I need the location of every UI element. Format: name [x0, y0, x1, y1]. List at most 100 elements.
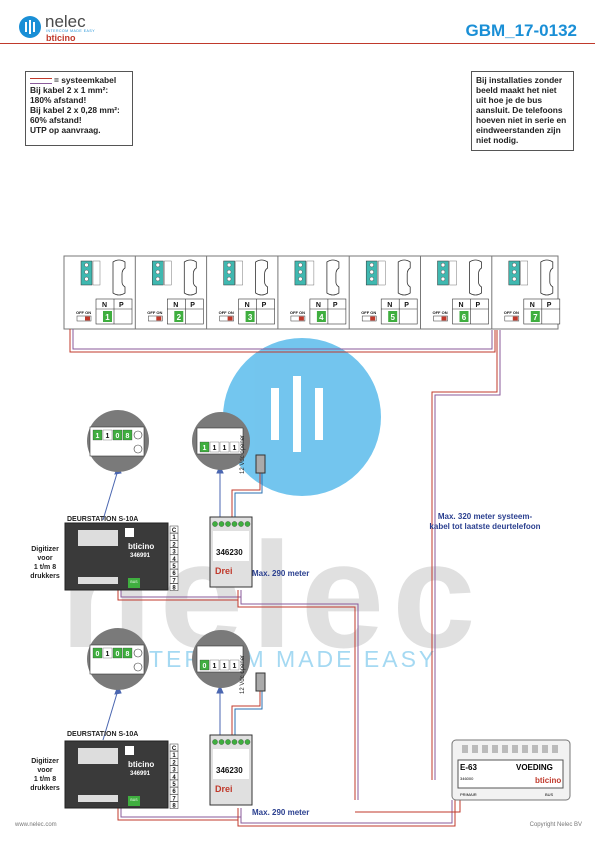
handset-icon [255, 259, 268, 296]
bus-wire [434, 330, 501, 780]
psu-bus-label: BUS [545, 792, 554, 797]
terminal-cell [169, 801, 179, 809]
address-display [530, 311, 540, 322]
phones-panel [63, 255, 559, 330]
np-label-p: P [190, 302, 195, 309]
relay-dip-digit: 0 [203, 663, 207, 670]
switch-knob-icon [298, 316, 304, 321]
digitizer-label-2: Digitizer voor 1 t/m 8 drukkers [25, 757, 65, 793]
nelec-logo-icon [19, 16, 41, 38]
footer-website[interactable]: www.nelec.com [15, 822, 57, 828]
relay-terminal-icon [231, 521, 238, 527]
terminal-label: 5 [172, 564, 176, 570]
np-label-n: N [387, 302, 392, 309]
screw-terminal-icon [155, 262, 161, 268]
relay-dip-digit: 1 [203, 445, 207, 452]
zoom-connector [102, 689, 119, 741]
partner-brand: bticino [46, 33, 76, 43]
legend-line: Bij kabel 2 x 1 mm²: [30, 85, 109, 95]
jumper-block [125, 528, 134, 537]
terminal-label: 3 [172, 768, 176, 774]
np-label-n: N [173, 302, 178, 309]
cable-legend-note: = systeemkabel Bij kabel 2 x 1 mm²: 180%… [25, 71, 133, 146]
np-label-p: P [262, 302, 267, 309]
relay-brand: Drei [215, 566, 233, 576]
watermark-tagline: INTERCOM MADE EASY [120, 646, 438, 672]
dip-cell [92, 429, 103, 441]
digitizer-label-1: Digitizer voor 1 t/m 8 drukkers [25, 545, 65, 581]
address-display [245, 311, 255, 322]
system-cable-swatch [30, 77, 52, 84]
vent-slot [552, 745, 558, 753]
rotary-knob-icon [133, 444, 143, 454]
relay-dip-digit: 1 [233, 445, 237, 452]
np-label-p: P [333, 302, 338, 309]
switch-knob-icon [370, 316, 376, 321]
terminal-label: C [172, 746, 177, 752]
dip-cell [112, 647, 123, 659]
off-on-switch [76, 315, 92, 322]
psu-brand: bticino [535, 776, 561, 785]
switch-knob-icon [227, 316, 233, 321]
terminal-label: 4 [172, 775, 176, 781]
relay-dip-digit: 1 [223, 663, 227, 670]
install-note-line: beeld maakt het niet [476, 85, 557, 95]
address-display [316, 311, 326, 322]
bus-wire [72, 329, 493, 350]
bus-wire [237, 590, 356, 800]
dip-digit: 8 [126, 651, 130, 658]
relay-dip-cell [219, 441, 230, 453]
address-display [459, 311, 469, 322]
station-bus-label: BUS [130, 580, 138, 584]
doc-code: GBM_17-0132 [465, 21, 577, 40]
bus-wire [355, 800, 461, 813]
screw-terminal-icon [440, 269, 446, 275]
max-note-line: Max. 320 meter systeem- [437, 512, 533, 521]
digitizer-label-line: drukkers [30, 785, 60, 792]
np-label-p: P [547, 302, 552, 309]
bus-wire [69, 329, 496, 353]
relay-dip-cell [199, 659, 210, 671]
dip-digit: 1 [106, 651, 110, 658]
legend-swatch-label: = systeemkabel [54, 75, 117, 85]
terminal-label: 4 [172, 557, 176, 563]
door-opener-icon [255, 672, 266, 692]
connector-strip [78, 530, 118, 546]
station-model: 346991 [130, 553, 151, 559]
opener-wiring [231, 470, 263, 735]
np-label-n: N [102, 302, 107, 309]
switch-knob-icon [512, 316, 518, 321]
brand-name: nelec [45, 12, 86, 31]
connector-strip [78, 795, 118, 802]
relay-model: 346230 [216, 548, 243, 557]
switch-label: OFF ON [504, 310, 519, 315]
relay-brand: Drei [215, 784, 233, 794]
dip-digit: 1 [96, 433, 100, 440]
phone-number: 6 [462, 313, 467, 322]
phone-number: 4 [319, 313, 324, 322]
relay-label-panel [213, 749, 249, 779]
np-label-p: P [404, 302, 409, 309]
screw-terminal-icon [369, 262, 374, 268]
dip-cell [122, 429, 133, 441]
opener-wire [231, 690, 261, 735]
screw-terminal-icon [440, 262, 446, 268]
door-opener-icon [255, 454, 266, 474]
header: nelec INTERCOM MADE EASY bticino GBM_17-… [0, 0, 595, 48]
psu-title: VOEDING [516, 763, 553, 772]
vent-slot [512, 745, 518, 753]
station-brand: bticino [128, 542, 154, 551]
install-note-line: uit hoe je de bus [476, 95, 543, 105]
digitizer-label-line: Digitizer [31, 758, 59, 765]
dip-digit: 8 [126, 433, 130, 440]
dip-cell [122, 647, 133, 659]
relay-label-panel [213, 531, 249, 561]
brand-tagline: INTERCOM MADE EASY [46, 29, 96, 33]
psu-model: 346000 [460, 776, 474, 781]
screw-terminal-icon [155, 269, 161, 275]
opener-label-2: 12 Vdc opener [240, 654, 246, 694]
digitizer-label-line: voor [37, 555, 53, 562]
screw-terminal-icon [226, 269, 232, 275]
